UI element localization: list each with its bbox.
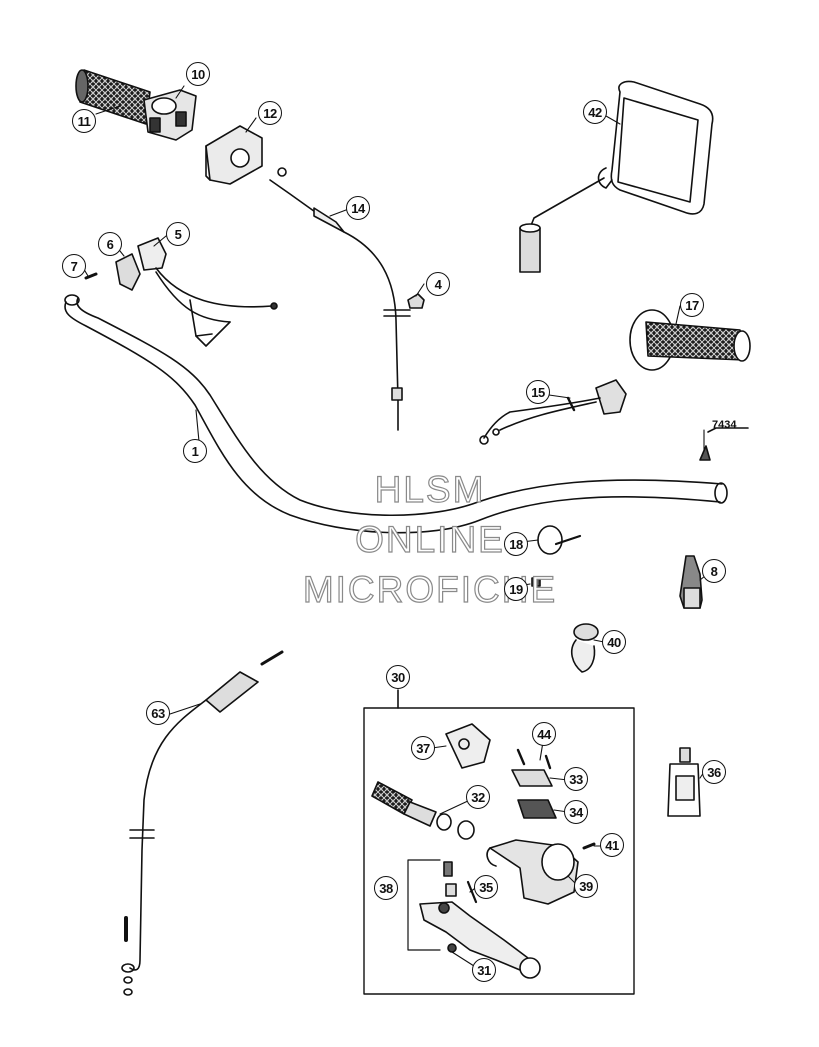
watermark-line-2: ONLINE [355, 519, 505, 560]
callout-44: 44 [532, 722, 556, 746]
brake-fluid-bottle [667, 747, 701, 817]
callout-36: 36 [702, 760, 726, 784]
callout-40: 40 [602, 630, 626, 654]
master-cylinder-group [363, 689, 635, 995]
callout-18: 18 [504, 532, 528, 556]
brake-lever [419, 901, 529, 971]
callout-5: 5 [166, 222, 190, 246]
kill-switch-assembly [84, 237, 278, 347]
rubber-boot [679, 555, 703, 609]
callout-12: 12 [258, 101, 282, 125]
watermark-line-1: HLSM [374, 469, 486, 510]
callout-38: 38 [374, 876, 398, 900]
reservoir-cover [511, 769, 553, 787]
diaphragm [517, 799, 557, 819]
callout-63: 63 [146, 701, 170, 725]
callout-32: 32 [466, 785, 490, 809]
callout-37: 37 [411, 736, 435, 760]
clutch-switch [479, 379, 627, 445]
callout-34: 34 [564, 800, 588, 824]
callout-4: 4 [426, 272, 450, 296]
callout-14: 14 [346, 196, 370, 220]
callout-30: 30 [386, 665, 410, 689]
callout-6: 6 [98, 232, 122, 256]
lever-clamp [570, 623, 599, 673]
callout-19: 19 [504, 577, 528, 601]
throttle-grip-assembly [75, 69, 197, 141]
throttle-housing [205, 125, 263, 185]
callout-15: 15 [526, 380, 550, 404]
choke-cable [121, 650, 284, 996]
throttle-cable [269, 167, 411, 431]
watermark-line-3: MICROFICHE [302, 569, 558, 610]
callout-42: 42 [583, 100, 607, 124]
handlebar [64, 294, 728, 534]
callout-41: 41 [600, 833, 624, 857]
callout-33: 33 [564, 767, 588, 791]
screw [531, 577, 541, 587]
callout-10: 10 [186, 62, 210, 86]
callout-35: 35 [474, 875, 498, 899]
callout-39: 39 [574, 874, 598, 898]
callout-11: 11 [72, 109, 96, 133]
rear-view-mirror [519, 80, 714, 273]
callout-1: 1 [183, 439, 207, 463]
bar-end-plug [699, 427, 749, 461]
reference-number-label: 7434 [712, 419, 737, 431]
callout-31: 31 [472, 958, 496, 982]
callout-7: 7 [62, 254, 86, 278]
callout-8: 8 [702, 559, 726, 583]
right-grip [629, 309, 751, 371]
callout-17: 17 [680, 293, 704, 317]
